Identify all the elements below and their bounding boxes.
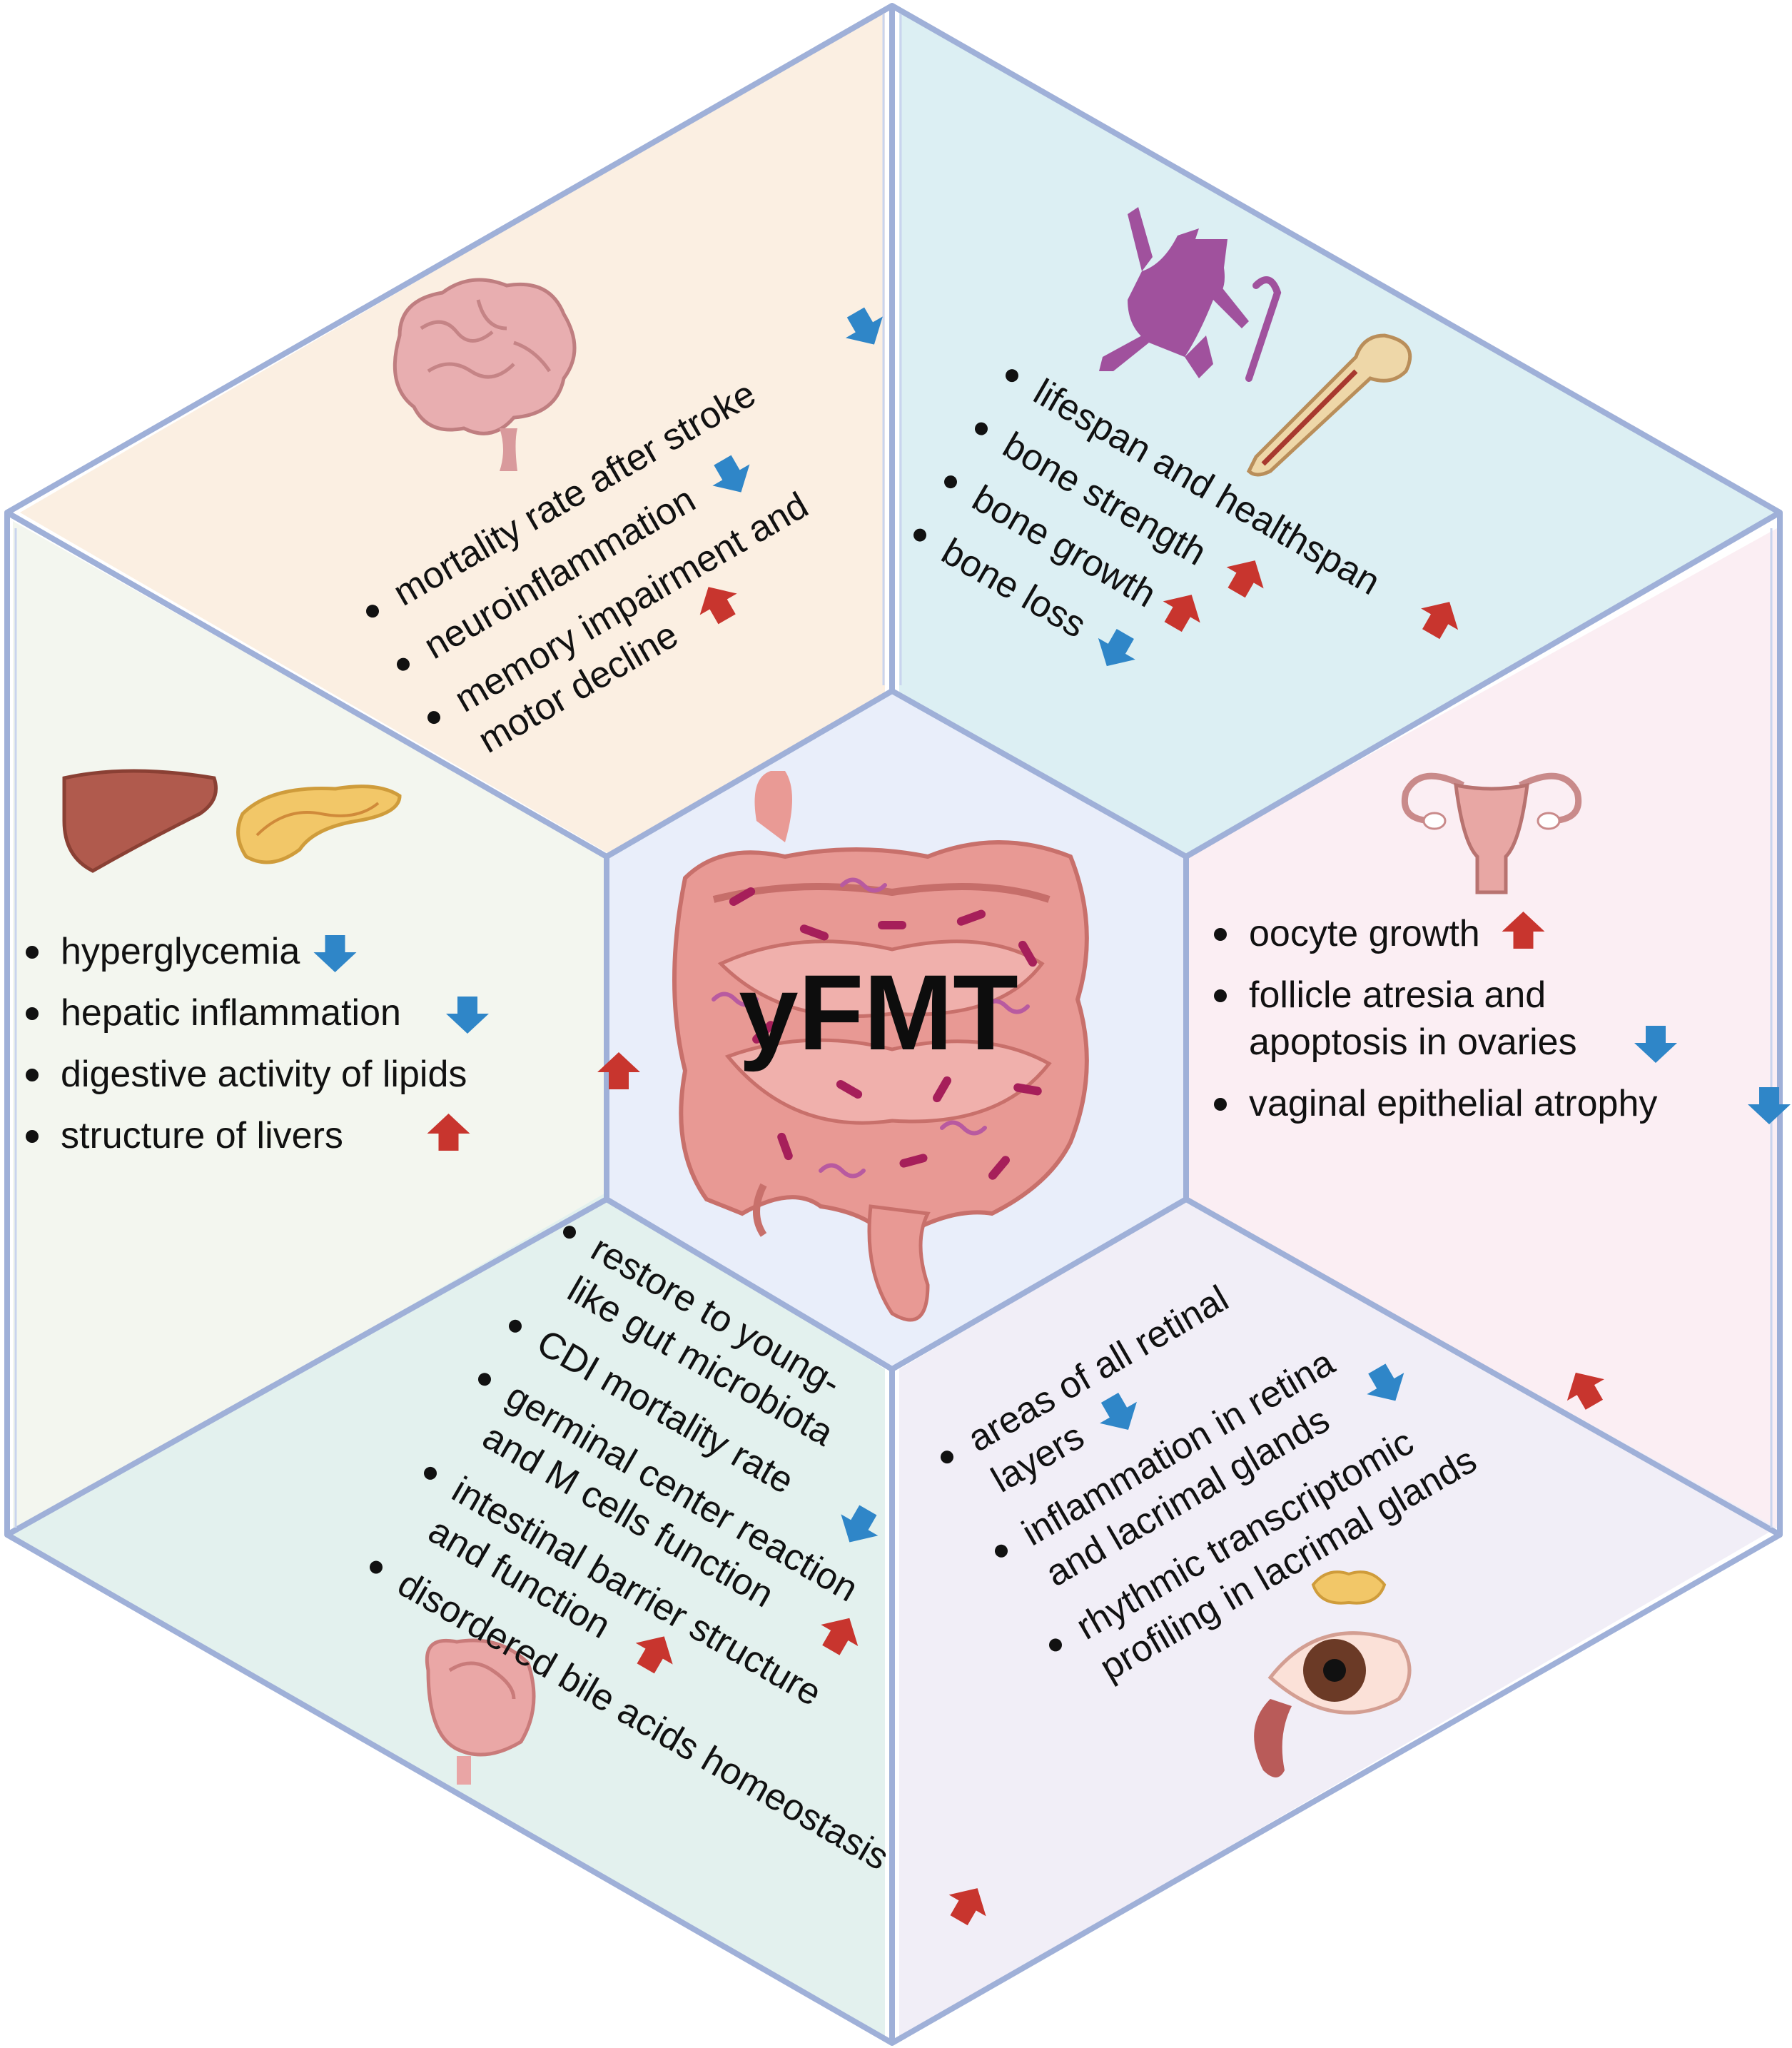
bullet-dot	[509, 1319, 522, 1333]
effect-label: oocyte growth	[1249, 913, 1480, 954]
bullet-dot	[995, 1544, 1008, 1558]
bullet-dot	[26, 1130, 39, 1143]
bullet-dot	[975, 422, 988, 435]
bullet-dot	[26, 1069, 39, 1081]
lacrimal-gland-icon	[1311, 1570, 1387, 1605]
bullet-dot	[370, 1560, 383, 1574]
bullet-dot	[913, 528, 926, 542]
bullet-dot	[1214, 989, 1227, 1002]
intestine-icon	[425, 1638, 536, 1785]
ovary-effects-list: oocyte growth follicle atresia and apoptos…	[1214, 912, 1791, 1124]
bullet-dot	[397, 657, 410, 671]
pancreas-icon	[236, 785, 402, 864]
intestine-illustration	[672, 771, 1089, 1322]
elderly-person-icon	[1099, 207, 1249, 378]
brain-icon	[393, 278, 577, 471]
bullet-dot	[366, 605, 379, 618]
brain-panel	[20, 9, 885, 857]
effect-label: digestive activity of lipids	[61, 1054, 467, 1095]
walking-cane-icon	[1245, 276, 1282, 382]
effect-label: structure of livers	[61, 1115, 343, 1156]
ovary-panel	[1186, 528, 1777, 1528]
bullet-dot	[478, 1373, 491, 1386]
bullet-dot	[1214, 928, 1227, 941]
bone-icon	[1246, 333, 1412, 477]
bullet-dot	[427, 711, 440, 725]
center-label: yFMT	[739, 952, 1018, 1072]
uterus-icon	[1402, 772, 1581, 894]
liver-effects-list: hyperglycemia hepatic inflammation digesti…	[26, 931, 640, 1156]
effect-label: apoptosis in ovaries	[1249, 1022, 1577, 1063]
effect-label: hyperglycemia	[61, 931, 300, 972]
gut-panel	[13, 1192, 885, 2039]
bullet-dot	[1006, 369, 1018, 383]
bullet-dot	[26, 946, 39, 959]
bullet-dot	[941, 1451, 953, 1464]
effect-label: vaginal epithelial atrophy	[1249, 1083, 1657, 1124]
bullet-dot	[944, 475, 957, 489]
panel-borders	[4, 3, 1783, 2046]
bullet-dot	[424, 1466, 437, 1480]
effect-label: follicle atresia and	[1249, 974, 1546, 1016]
eye-icon	[1254, 1631, 1412, 1777]
effect-label: hepatic inflammation	[61, 992, 401, 1034]
bullet-dot	[1049, 1638, 1062, 1652]
bullet-dot	[1214, 1098, 1227, 1111]
liver-icon	[62, 769, 218, 873]
bullet-dot	[26, 1007, 39, 1020]
bullet-dot	[563, 1226, 576, 1239]
